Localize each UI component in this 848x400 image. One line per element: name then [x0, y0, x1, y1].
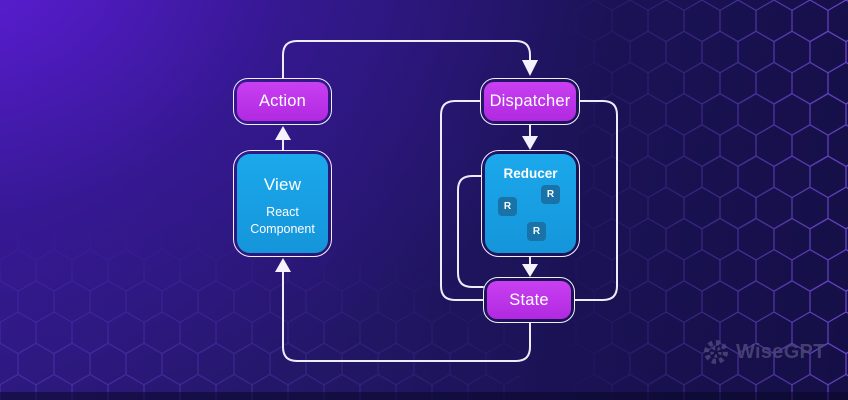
arrowhead-into-reducer	[522, 136, 538, 150]
node-dispatcher: Dispatcher	[480, 78, 580, 125]
node-reducer-label: Reducer	[503, 166, 558, 181]
reducer-badge: R	[527, 222, 546, 241]
reducer-badge: R	[498, 197, 517, 216]
arrowhead-into-state	[522, 264, 538, 277]
node-view-fill: View React Component	[237, 154, 328, 253]
arrowhead-into-view	[275, 258, 291, 272]
connector-state-to-view	[282, 271, 531, 362]
node-state-label: State	[509, 290, 549, 309]
reducer-badge: R	[541, 185, 560, 204]
connector-loop-left	[440, 100, 484, 301]
node-state-fill: State	[487, 281, 571, 319]
node-view: View React Component	[233, 150, 332, 257]
node-action: Action	[233, 78, 332, 125]
bottom-edge-shade	[0, 392, 848, 400]
arrowhead-into-dispatcher	[522, 60, 538, 76]
arrowhead-into-action	[275, 126, 291, 140]
node-view-label: View	[263, 174, 302, 194]
wisegpt-logo-text: WiseGPT	[736, 340, 826, 363]
connector-action-to-dispatcher	[282, 40, 531, 79]
node-reducer: Reducer R R R	[481, 150, 580, 257]
wisegpt-burst-icon	[704, 340, 728, 364]
node-view-sublabel: React Component	[250, 205, 315, 236]
node-dispatcher-label: Dispatcher	[489, 92, 571, 110]
node-reducer-fill: Reducer R R R	[485, 154, 576, 253]
node-dispatcher-fill: Dispatcher	[484, 82, 576, 121]
node-action-label: Action	[258, 92, 307, 110]
wisegpt-logo: WiseGPT	[703, 339, 826, 365]
node-action-fill: Action	[237, 82, 328, 121]
node-state: State	[483, 277, 575, 323]
connector-inner-bracket-left	[457, 175, 484, 288]
connector-loop-right	[574, 100, 618, 301]
